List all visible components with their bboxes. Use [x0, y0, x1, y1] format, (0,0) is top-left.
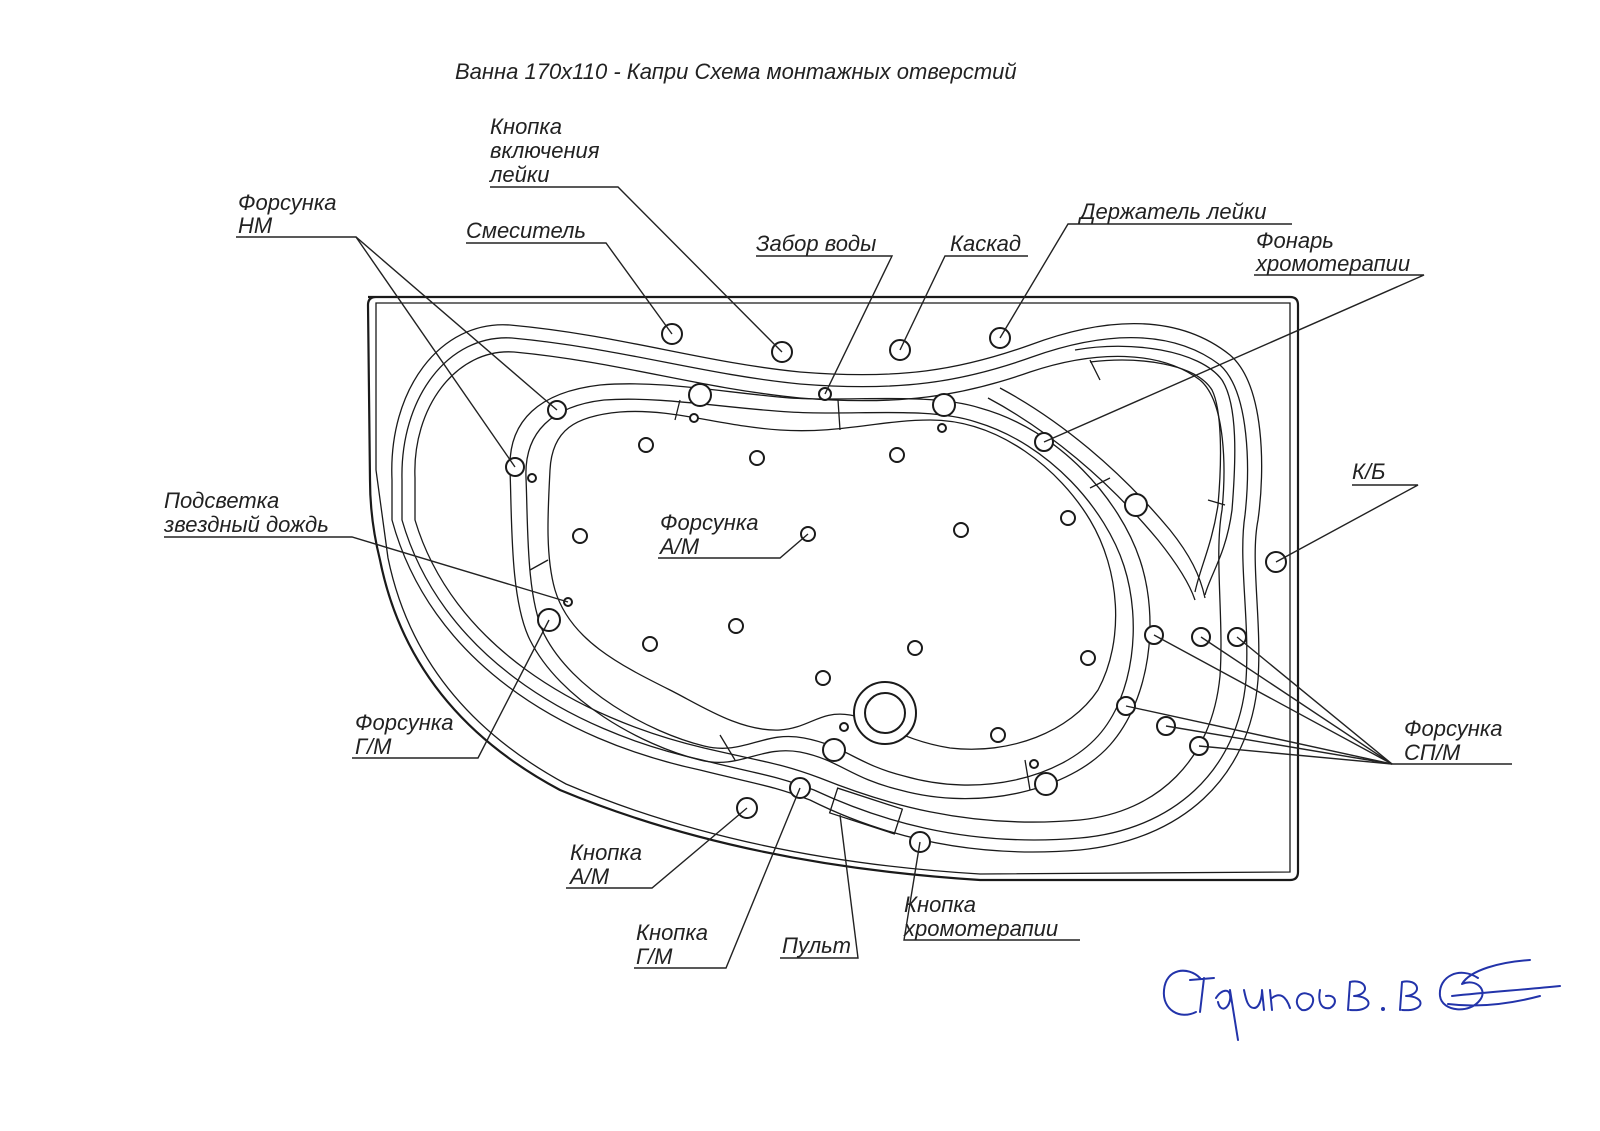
label-chromo-lamp-1: Фонарь — [1256, 228, 1334, 253]
diagram-title: Ванна 170х110 - Капри Схема монтажных от… — [455, 59, 1017, 84]
control-panel — [828, 787, 904, 835]
label-star-rain-1: Подсветка — [164, 488, 279, 513]
label-water-intake: Забор воды — [756, 231, 876, 256]
label-button-gm-1: Кнопка — [636, 920, 708, 945]
label-nozzle-nm-2: НМ — [238, 213, 273, 238]
label-shower-button-1: Кнопка — [490, 114, 562, 139]
label-nozzle-am-2: А/М — [658, 534, 700, 559]
label-shower-button-2: включения — [490, 138, 600, 163]
label-kb: К/Б — [1352, 459, 1385, 484]
mounting-holes — [505, 323, 1287, 853]
handwritten-signature — [1162, 959, 1561, 1041]
label-nozzle-nm-1: Форсунка — [238, 190, 336, 215]
label-nozzle-gm-1: Форсунка — [355, 710, 453, 735]
label-control-panel: Пульт — [782, 933, 851, 958]
label-shower-button-3: лейки — [488, 162, 550, 187]
label-button-chromo-1: Кнопка — [904, 892, 976, 917]
label-button-am-2: А/М — [568, 864, 610, 889]
label-shower-holder: Держатель лейки — [1077, 199, 1267, 224]
bathtub-outline — [366, 295, 1300, 882]
label-button-gm-2: Г/М — [636, 944, 673, 969]
label-chromo-lamp-2: хромотерапии — [1255, 251, 1410, 276]
label-button-am-1: Кнопка — [570, 840, 642, 865]
label-cascade: Каскад — [950, 231, 1021, 256]
label-nozzle-gm-2: Г/М — [355, 734, 392, 759]
label-star-rain-2: звездный дождь — [163, 512, 329, 537]
leader-lines — [164, 186, 1512, 969]
label-nozzle-spm-2: СП/М — [1404, 740, 1461, 765]
label-nozzle-am-1: Форсунка — [660, 510, 758, 535]
label-nozzle-spm-1: Форсунка — [1404, 716, 1502, 741]
label-mixer: Смеситель — [466, 218, 586, 243]
label-button-chromo-2: хромотерапии — [903, 916, 1058, 941]
labels: Кнопка включения лейки Смеситель Форсунк… — [163, 114, 1502, 969]
